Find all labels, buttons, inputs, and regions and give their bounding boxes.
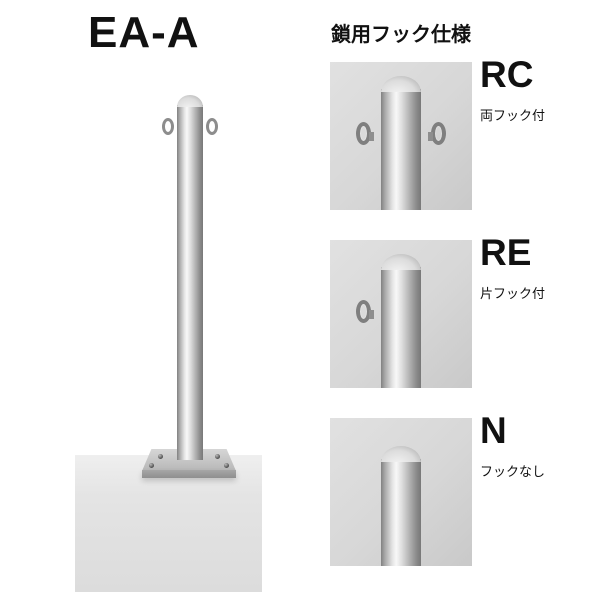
variant-code: N	[480, 410, 507, 451]
post-cap	[381, 254, 421, 270]
variant-label-n: N フックなし	[480, 410, 545, 480]
product-title: EA-A	[88, 8, 200, 57]
variant-description: 両フック付	[480, 107, 546, 123]
variant-panel-re	[330, 240, 472, 388]
bolt-icon	[158, 454, 163, 459]
variant-description: 片フック付	[480, 285, 546, 301]
hook-right-icon	[206, 118, 218, 135]
variant-code: RC	[480, 54, 534, 95]
hook-left-icon	[356, 122, 374, 145]
hook-left-icon	[356, 300, 374, 323]
variant-label-rc: RC 両フック付	[480, 54, 545, 124]
base-plate-edge	[142, 470, 236, 478]
post-shaft	[381, 267, 421, 388]
bolt-icon	[215, 454, 220, 459]
post-shaft	[177, 105, 203, 460]
post-cap	[381, 76, 421, 92]
variant-code: RE	[480, 232, 532, 273]
bollard-post	[162, 95, 218, 460]
base-plate-top	[142, 449, 236, 471]
variant-panel-n	[330, 418, 472, 566]
bollard-closeup	[356, 76, 446, 210]
variant-description: フックなし	[480, 463, 546, 479]
post-shaft	[381, 459, 421, 566]
variant-panel-rc	[330, 62, 472, 210]
bolt-icon	[224, 463, 229, 468]
bollard-closeup	[381, 446, 421, 566]
base-plate	[142, 449, 236, 479]
post-cap	[177, 95, 203, 107]
variant-label-re: RE 片フック付	[480, 232, 545, 302]
post-cap	[381, 446, 421, 462]
post-shaft	[381, 89, 421, 210]
hook-left-icon	[162, 118, 174, 135]
bollard-closeup	[356, 254, 421, 388]
hook-right-icon	[428, 122, 446, 145]
bolt-icon	[149, 463, 154, 468]
spec-header: 鎖用フック仕様	[331, 24, 471, 46]
